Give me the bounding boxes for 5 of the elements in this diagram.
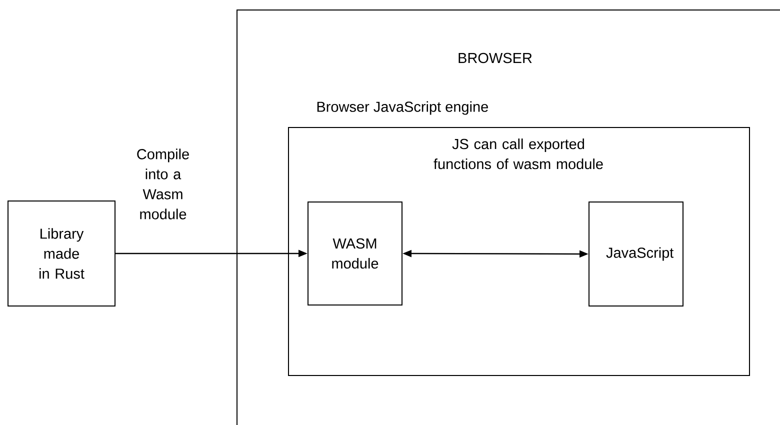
process-box: WASM module [308,202,402,306]
process-box: Library made in Rust [8,200,116,306]
process-box: JavaScript [588,202,684,306]
node-label: Browser JavaScript engine [317,101,488,115]
edge-label: Compile into a Wasm module [126,148,200,220]
